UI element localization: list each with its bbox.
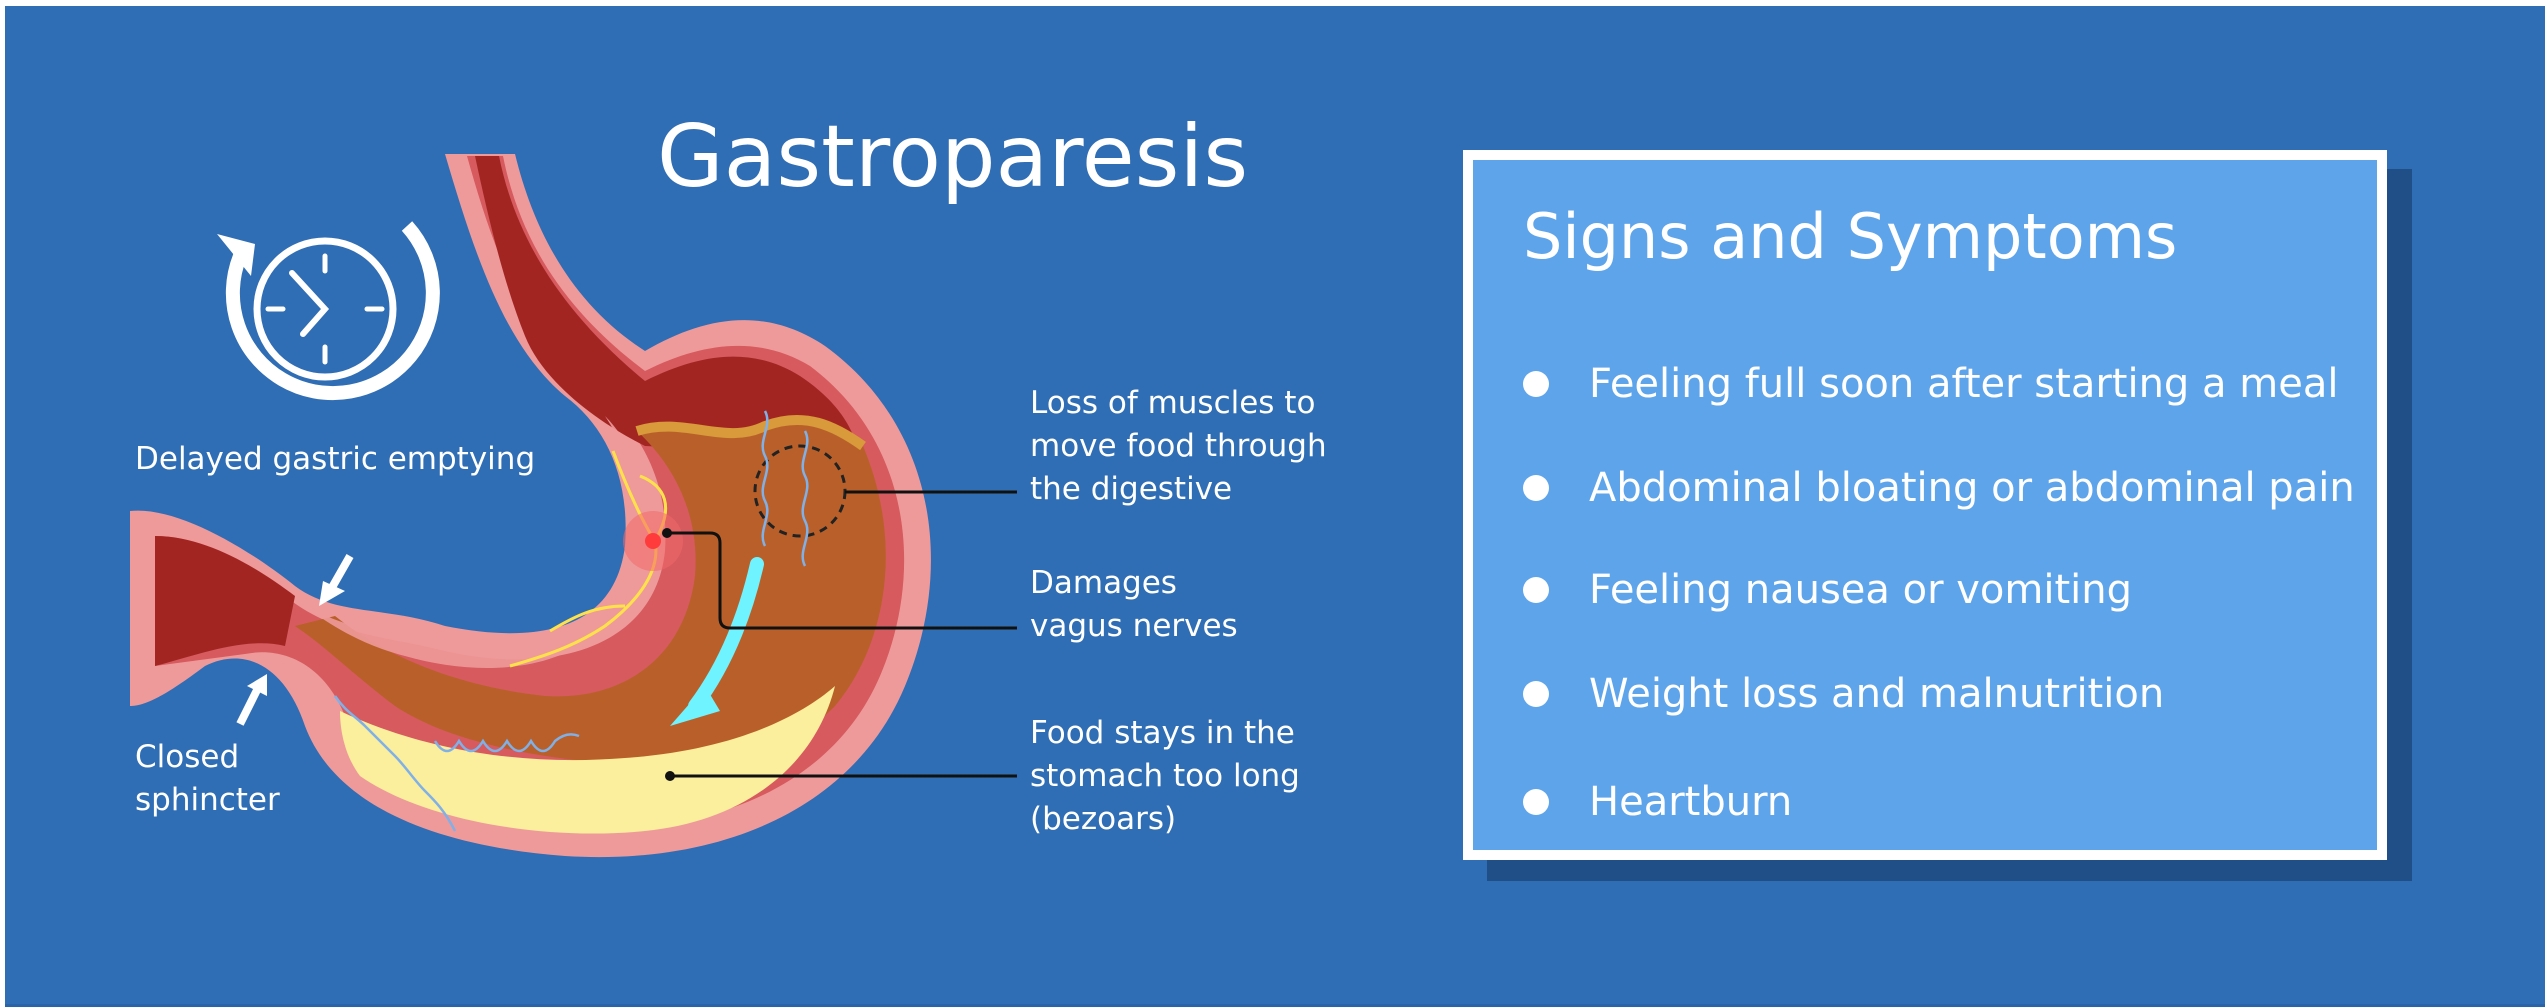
label-delayed-gastric-emptying: Delayed gastric emptying <box>135 441 536 477</box>
callout-lines <box>667 490 1017 778</box>
symptom-item: Heartburn <box>1523 772 1792 832</box>
callout-damages-vagus-nerves: Damages vagus nerves <box>1030 565 1238 644</box>
bullet-icon <box>1523 577 1549 603</box>
sphincter-arrows-icon <box>236 554 354 726</box>
symptom-item: Weight loss and malnutrition <box>1523 664 2164 724</box>
label-closed-sphincter: Closed sphincter <box>135 739 280 818</box>
page-title: Gastroparesis <box>657 107 1249 207</box>
symptom-item: Feeling nausea or vomiting <box>1523 560 2132 620</box>
callout-loss-of-muscles: Loss of muscles to move food through the… <box>1030 385 1327 507</box>
stomach-illustration <box>130 154 1017 858</box>
symptoms-heading: Signs and Symptoms <box>1523 200 2178 273</box>
bullet-icon <box>1523 371 1549 397</box>
callout-food-stays: Food stays in the stomach too long (bezo… <box>1030 715 1300 837</box>
bullet-icon <box>1523 681 1549 707</box>
infographic-canvas: Gastroparesis <box>5 6 2545 1007</box>
bullet-icon <box>1523 475 1549 501</box>
symptom-item: Feeling full soon after starting a meal <box>1523 354 2338 414</box>
clock-icon <box>217 221 440 401</box>
symptoms-panel: Signs and Symptoms Feeling full soon aft… <box>1463 150 2387 860</box>
bullet-icon <box>1523 789 1549 815</box>
symptom-item: Abdominal bloating or abdominal pain <box>1523 458 2355 518</box>
